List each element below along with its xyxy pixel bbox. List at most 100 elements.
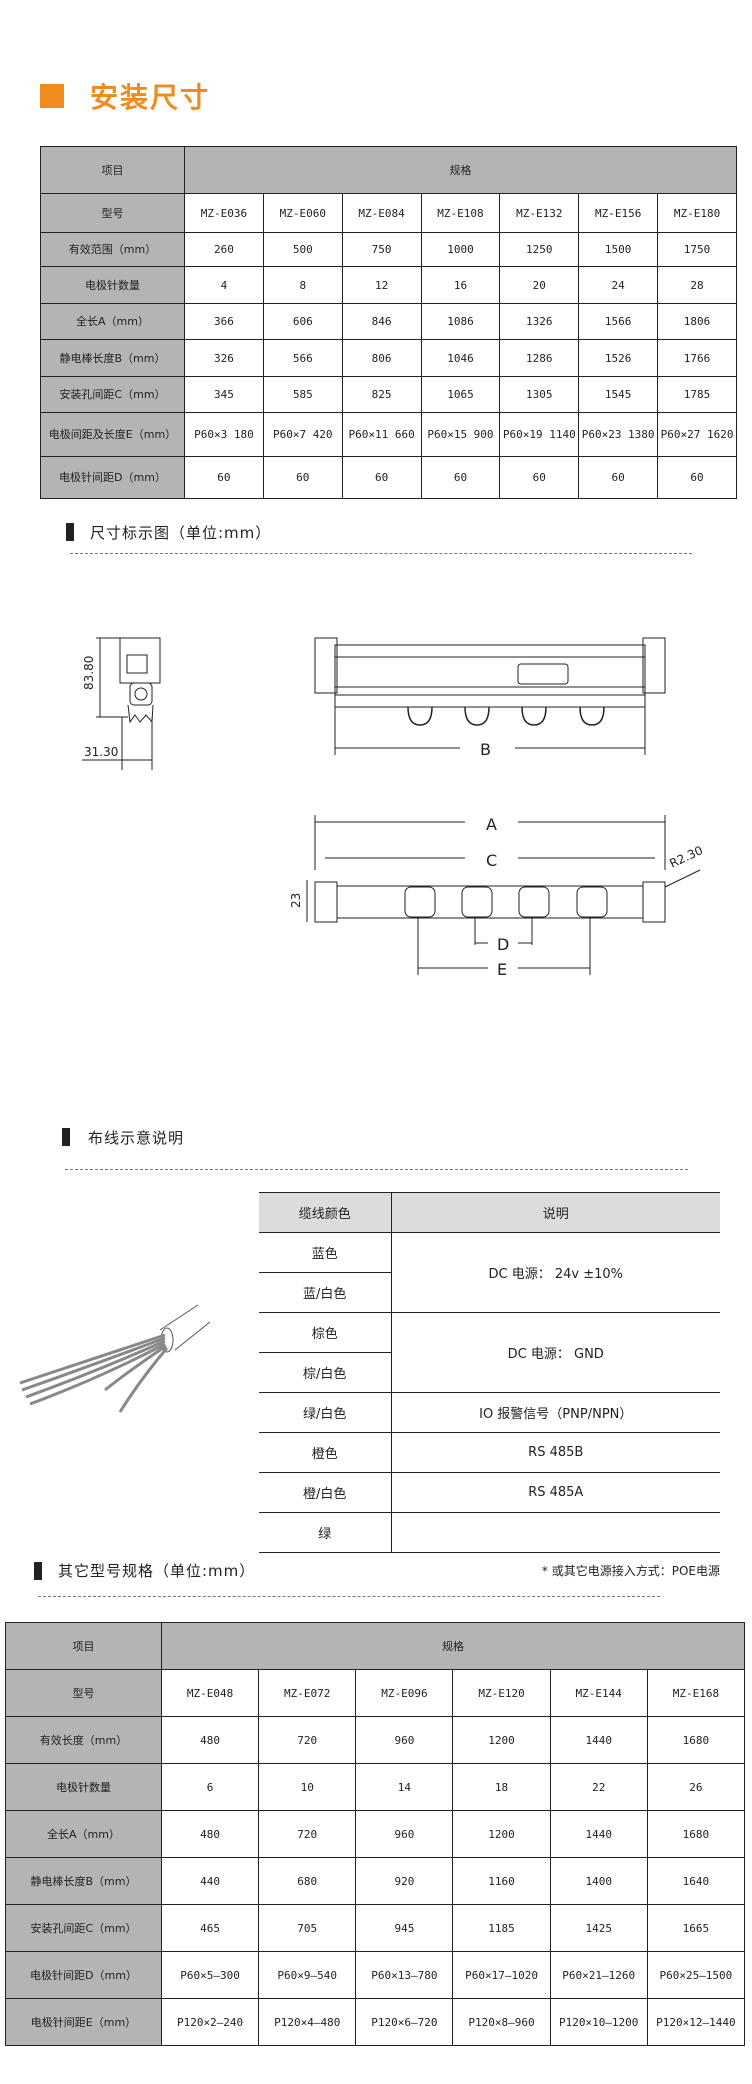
table-cell: P120×12—1440 <box>646 1998 746 2046</box>
table-cell: P120×4—480 <box>258 1998 357 2046</box>
page-title: 安装尺寸 <box>90 81 211 114</box>
table-cell: 1200 <box>452 1810 551 1858</box>
divider <box>38 1596 660 1597</box>
row-label: 静电棒长度B（mm） <box>5 1857 162 1905</box>
table-cell: MZ-E108 <box>420 193 501 233</box>
table-cell: P120×6—720 <box>355 1998 454 2046</box>
wire-color: 棕/白色 <box>259 1352 392 1393</box>
wire-color: 蓝色 <box>259 1232 392 1273</box>
table-cell: P60×23 1380 <box>578 412 659 457</box>
table-cell: 1640 <box>646 1857 746 1905</box>
table-cell: MZ-E084 <box>341 193 422 233</box>
table-cell: MZ-E180 <box>657 193 737 233</box>
row-label: 电极针间距D（mm） <box>40 456 185 499</box>
table-cell: MZ-E156 <box>578 193 659 233</box>
table-cell: 720 <box>258 1716 357 1764</box>
side-view-drawing <box>82 637 161 770</box>
table-cell: 1425 <box>549 1904 648 1952</box>
table-cell: 22 <box>549 1763 648 1811</box>
table-cell: 6 <box>160 1763 260 1811</box>
table-cell: MZ-E096 <box>355 1669 454 1717</box>
table-cell: 1160 <box>452 1857 551 1905</box>
table-cell: 1665 <box>646 1904 746 1952</box>
divider <box>70 553 692 554</box>
table-cell: 705 <box>258 1904 357 1952</box>
table-cell: P120×2—240 <box>160 1998 260 2046</box>
dimension-d-label: D <box>497 935 509 954</box>
table-cell: MZ-E072 <box>258 1669 357 1717</box>
wiring-section-title: 布线示意说明 <box>88 1129 185 1147</box>
front-view-drawing <box>314 637 666 755</box>
wire-color: 绿/白色 <box>259 1392 392 1433</box>
row-label: 型号 <box>5 1669 162 1717</box>
table-cell: P60×25—1500 <box>646 1951 746 1999</box>
header-spec: 规格 <box>161 1622 745 1670</box>
table-cell: 1326 <box>499 303 580 340</box>
wire-color: 蓝/白色 <box>259 1272 392 1313</box>
row-label: 静电棒长度B（mm） <box>40 339 185 377</box>
table-cell: 1250 <box>499 232 580 267</box>
dimension-a-label: A <box>486 815 497 834</box>
wire-color: 棕色 <box>259 1312 392 1353</box>
table-cell: 825 <box>341 376 422 413</box>
table-cell: 1440 <box>549 1810 648 1858</box>
section-marker-icon <box>34 1562 42 1580</box>
table-cell: 1500 <box>578 232 659 267</box>
wire-description: IO 报警信号（PNP/NPN） <box>391 1392 720 1433</box>
table-cell: 960 <box>355 1716 454 1764</box>
power-note: * 或其它电源接入方式：POE电源 <box>541 1564 720 1578</box>
header-cable-color: 缆线颜色 <box>259 1192 392 1233</box>
table-cell: 1000 <box>420 232 501 267</box>
table-cell: P60×21—1260 <box>549 1951 648 1999</box>
dimension-drawing: 83.80 31.30 B <box>82 637 705 979</box>
header-item: 项目 <box>5 1622 162 1670</box>
table-cell: 60 <box>341 456 422 499</box>
row-label: 有效范围（mm） <box>40 232 185 267</box>
table-cell: 500 <box>262 232 343 267</box>
row-label: 电极针间距E（mm） <box>5 1998 162 2046</box>
table-cell: MZ-E048 <box>160 1669 260 1717</box>
table-cell: 480 <box>160 1810 260 1858</box>
table-cell: P60×7 420 <box>262 412 343 457</box>
table-cell: 1440 <box>549 1716 648 1764</box>
dimension-e-label: E <box>497 960 507 979</box>
table-cell: P60×11 660 <box>341 412 422 457</box>
table-cell: 1526 <box>578 339 659 377</box>
title-marker-icon <box>40 84 64 108</box>
table-cell: 60 <box>420 456 501 499</box>
dimension-c-label: C <box>486 851 497 870</box>
other-models-section-title: 其它型号规格（单位:mm） <box>58 1562 256 1580</box>
table-cell: 60 <box>578 456 659 499</box>
width-dimension-label: 31.30 <box>84 745 118 759</box>
table-cell: 606 <box>262 303 343 340</box>
table-cell: 960 <box>355 1810 454 1858</box>
row-label: 型号 <box>40 193 185 233</box>
wire-color: 橙色 <box>259 1432 392 1473</box>
row-label: 安装孔间距C（mm） <box>40 376 185 413</box>
wire-description: RS 485B <box>391 1432 720 1473</box>
table-cell: 1806 <box>657 303 737 340</box>
table-cell: 750 <box>341 232 422 267</box>
divider <box>65 1169 688 1170</box>
table-cell: MZ-E132 <box>499 193 580 233</box>
row-label: 电极间距及长度E（mm） <box>40 412 185 457</box>
table-cell: 1286 <box>499 339 580 377</box>
table-cell: P60×17—1020 <box>452 1951 551 1999</box>
table-cell: 1766 <box>657 339 737 377</box>
table-cell: MZ-E036 <box>184 193 264 233</box>
table-cell: 60 <box>657 456 737 499</box>
table-cell: 465 <box>160 1904 260 1952</box>
table-cell: 24 <box>578 266 659 304</box>
table-cell: 806 <box>341 339 422 377</box>
table-cell: 260 <box>184 232 264 267</box>
